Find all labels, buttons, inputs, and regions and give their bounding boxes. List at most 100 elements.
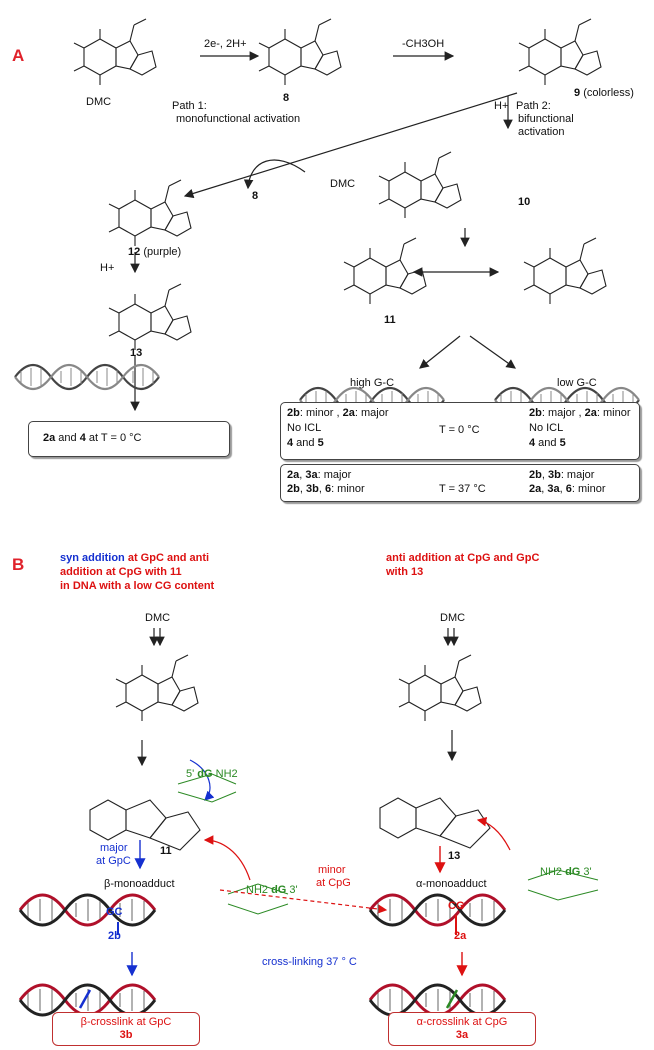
elimination-label: -CH3OH — [402, 38, 445, 50]
box0-left-line3: 4 and 5 — [287, 437, 324, 449]
dg-left-top: 5' dG NH2 — [186, 768, 238, 780]
path2-label-2: bifunctional — [518, 113, 574, 125]
path2-label-1: Path 2: — [516, 100, 551, 112]
box37-left-line1: 2a, 3a: major — [287, 469, 352, 481]
left-title-line3: in DNA with a low CG content — [60, 580, 215, 592]
panel-a-label: A — [12, 46, 25, 65]
major-label-1: major — [100, 842, 128, 854]
red-attack-arrow-left — [203, 835, 251, 881]
blue-attack-arrow — [189, 759, 215, 801]
dmc-label: DMC — [86, 96, 112, 108]
compound-11-b-ring — [89, 799, 127, 841]
left-title-line1: syn addition at GpC and anti — [60, 552, 209, 565]
box0-right-line3: 4 and 5 — [529, 437, 566, 449]
path1-arrow — [183, 92, 518, 199]
box37-temp: T = 37 °C — [439, 483, 486, 495]
box0-temp: T = 0 °C — [439, 424, 480, 436]
eight-side-label: 8 — [252, 190, 259, 202]
major-label-2: at GpC — [96, 855, 131, 867]
dna-alpha-monoadduct — [368, 893, 507, 927]
dmc-left-b: DMC — [145, 612, 171, 624]
high-gc-arrow — [419, 335, 461, 369]
left-outcome-text: 2a and 4 at T = 0 °C — [43, 432, 142, 445]
dna-beta-monoadduct — [18, 893, 157, 927]
beta-crosslink-text: β-crosslink at GpC — [80, 1016, 172, 1028]
compound-13-label: 13 — [130, 347, 143, 359]
hplus-label: H+ — [494, 100, 509, 112]
box37-right-line2: 2a, 3a, 6: minor — [529, 483, 606, 495]
compound-11-b-label: 11 — [160, 845, 172, 857]
minor-label-1: minor — [318, 864, 346, 876]
left-and: and — [55, 432, 80, 444]
box0-left-line2: No ICL — [287, 422, 322, 434]
compound-11-label: 11 — [384, 314, 396, 326]
dna-helix-left — [13, 363, 161, 391]
right-title-line1: anti addition at CpG and GpC — [386, 552, 540, 564]
alpha-monoadduct-label: α-monoadduct — [416, 878, 487, 890]
compound-13-structure — [108, 283, 192, 351]
path1-label-1: Path 1: — [172, 100, 207, 112]
compound-12-note: (purple) — [143, 246, 182, 258]
2b-label: 2b — [108, 930, 121, 942]
left-4: 4 — [79, 432, 86, 444]
outcome-box-0c: 2b: minor , 2a: major No ICL 4 and 5 T =… — [280, 402, 640, 460]
compound-11-resonance-structure — [523, 237, 607, 305]
compound-13-b-ring — [379, 797, 417, 839]
dna-beta-crosslink — [18, 983, 157, 1017]
minor-cpg-arrow — [219, 889, 388, 914]
box37-right-line1: 2b, 3b: major — [529, 469, 595, 481]
compound-9-note: (colorless) — [583, 87, 634, 99]
red-attack-arrow-right — [476, 816, 511, 851]
left-title-rest: at GpC and anti — [124, 552, 210, 564]
minor-label-2: at CpG — [316, 877, 351, 889]
compound-13-structure-b — [398, 654, 482, 722]
left-2a: 2a — [43, 432, 56, 444]
compound-8-structure — [258, 18, 342, 86]
activated-mc-structure — [115, 654, 199, 722]
syn-addition-text: syn addition — [60, 552, 125, 564]
compound-13-b-label: 13 — [448, 850, 461, 862]
path2-label-3: activation — [518, 126, 565, 138]
low-gc-label: low G-C — [557, 377, 597, 389]
dna-alpha-crosslink — [368, 983, 507, 1017]
compound-9-structure — [518, 18, 602, 86]
2a-label: 2a — [454, 930, 467, 942]
compound-12-structure — [108, 179, 192, 247]
reduction-label: 2e-, 2H+ — [204, 38, 247, 50]
left-temp: at T = 0 °C — [85, 432, 142, 444]
compound-9-label-group: 9 (colorless) — [574, 87, 634, 100]
dmc-side-label: DMC — [330, 178, 356, 190]
dmc-regeneration-arrow — [243, 159, 306, 190]
alpha-crosslink-text: α-crosslink at CpG — [416, 1016, 508, 1028]
dmc-right-b: DMC — [440, 612, 466, 624]
gc-label: GC — [106, 906, 123, 918]
box0-right-line2: No ICL — [529, 422, 564, 434]
compound-12-label-group: 12 (purple) — [128, 246, 181, 259]
left-title-line2: addition at CpG with 11 — [60, 566, 182, 578]
crosslinking-label: cross-linking 37 ° C — [262, 956, 357, 968]
box0-left-line1: 2b: minor , 2a: major — [287, 407, 389, 419]
alpha-crosslink-id: 3a — [455, 1029, 469, 1041]
beta-crosslink-box: β-crosslink at GpC 3b — [52, 1012, 200, 1046]
beta-crosslink-id: 3b — [119, 1029, 133, 1041]
dg-right: NH2 dG 3' — [540, 866, 592, 878]
cg-label: CG — [448, 900, 465, 912]
beta-monoadduct-label: β-monoadduct — [104, 878, 175, 890]
right-title-line2: with 13 — [386, 566, 424, 578]
path1-label-2: monofunctional activation — [176, 113, 301, 125]
compound-10-label: 10 — [518, 196, 531, 208]
panel-b-label: B — [12, 555, 25, 574]
dmc-structure — [73, 18, 157, 86]
box0-right-line1: 2b: major , 2a: minor — [529, 407, 631, 419]
compound-8-label: 8 — [283, 92, 290, 104]
left-outcome-box: 2a and 4 at T = 0 °C — [28, 421, 230, 457]
compound-10-structure — [378, 151, 462, 219]
outcome-box-37c: 2a, 3a: major 2b, 3b, 6: minor T = 37 °C… — [280, 464, 640, 502]
low-gc-arrow — [469, 335, 516, 369]
hplus2-label: H+ — [100, 262, 115, 274]
dg-left-bottom: NH2 dG 3' — [246, 884, 298, 896]
box37-left-line2: 2b, 3b, 6: minor — [287, 483, 365, 495]
compound-9-number: 9 — [574, 87, 581, 99]
compound-12-number: 12 — [128, 246, 141, 258]
